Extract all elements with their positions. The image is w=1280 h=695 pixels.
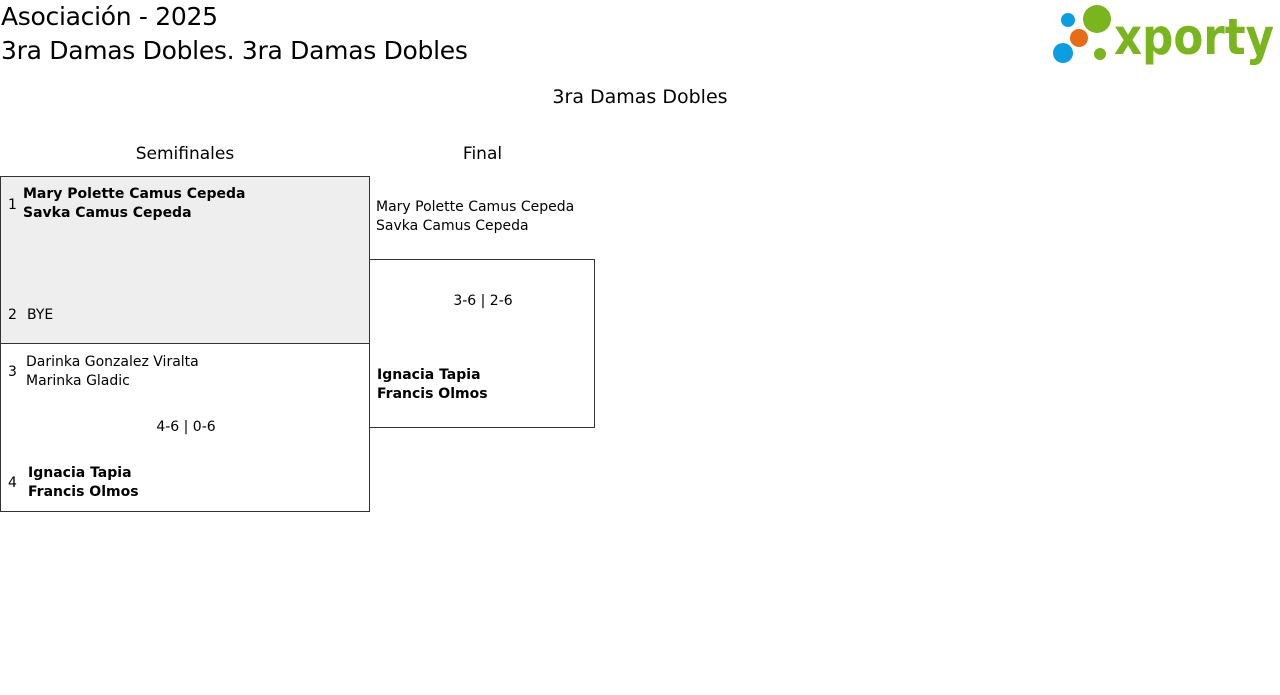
player-name: Mary Polette Camus Cepeda bbox=[23, 186, 246, 202]
page-subtitle: 3ra Damas Dobles. 3ra Damas Dobles bbox=[1, 36, 468, 65]
seed-number: 1 bbox=[8, 197, 17, 213]
logo-text: xporty bbox=[1114, 8, 1274, 66]
player-name: Marinka Gladic bbox=[26, 373, 130, 389]
xporty-logo-icon: xporty bbox=[1053, 5, 1274, 66]
draw-title: 3ra Damas Dobles bbox=[552, 86, 728, 108]
team-entry[interactable]: BYE bbox=[27, 306, 53, 325]
page-title: Asociación - 2025 bbox=[1, 2, 218, 31]
player-name: Ignacia Tapia bbox=[377, 367, 481, 383]
team-entry[interactable]: Darinka Gonzalez Viralta Marinka Gladic bbox=[26, 353, 199, 391]
round-label-final: Final bbox=[462, 144, 503, 164]
xporty-logo: xporty bbox=[1050, 4, 1276, 66]
round-label-semifinals: Semifinales bbox=[135, 144, 235, 164]
player-name: Ignacia Tapia bbox=[28, 465, 132, 481]
team-entry-winner[interactable]: Mary Polette Camus Cepeda Savka Camus Ce… bbox=[23, 185, 245, 223]
player-name: Savka Camus Cepeda bbox=[23, 205, 192, 221]
match-box-semifinal-1[interactable]: 1 Mary Polette Camus Cepeda Savka Camus … bbox=[0, 176, 370, 344]
match-score: 3-6 | 2-6 bbox=[453, 293, 513, 309]
final-team-entry-top[interactable]: Mary Polette Camus Cepeda Savka Camus Ce… bbox=[376, 198, 574, 236]
seed-number: 4 bbox=[8, 475, 17, 491]
player-name: Francis Olmos bbox=[28, 484, 139, 500]
player-name: BYE bbox=[27, 307, 54, 323]
match-score: 4-6 | 0-6 bbox=[156, 419, 216, 435]
match-box-semifinal-2[interactable]: 3 Darinka Gonzalez Viralta Marinka Gladi… bbox=[0, 343, 370, 512]
final-team-entry-winner[interactable]: Ignacia Tapia Francis Olmos bbox=[377, 366, 488, 404]
player-name: Savka Camus Cepeda bbox=[376, 218, 529, 234]
player-name: Francis Olmos bbox=[377, 386, 488, 402]
player-name: Mary Polette Camus Cepeda bbox=[376, 199, 575, 215]
team-entry-winner[interactable]: Ignacia Tapia Francis Olmos bbox=[28, 464, 139, 502]
match-box-final[interactable]: 3-6 | 2-6 Ignacia Tapia Francis Olmos bbox=[369, 259, 595, 428]
player-name: Darinka Gonzalez Viralta bbox=[26, 354, 199, 370]
seed-number: 2 bbox=[8, 307, 17, 323]
seed-number: 3 bbox=[8, 364, 17, 380]
